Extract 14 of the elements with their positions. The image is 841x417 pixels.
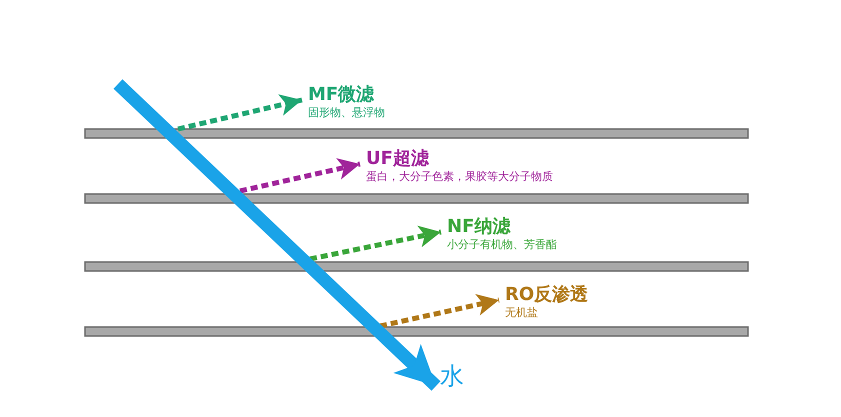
dotted-arrow xyxy=(177,94,303,132)
membrane-title: MF微滤 xyxy=(308,84,376,106)
dotted-arrow xyxy=(379,294,500,328)
retained-substances: 蛋白，大分子色素，果胶等大分子物质 xyxy=(366,170,553,184)
output-label: 水 xyxy=(440,362,464,390)
retained-substances: 小分子有机物、芳香酯 xyxy=(447,238,557,252)
retained-substances: 固形物、悬浮物 xyxy=(308,106,385,120)
water-flow-arrow xyxy=(114,79,440,391)
dotted-arrow xyxy=(310,226,442,262)
membrane-title: UF超滤 xyxy=(366,148,430,170)
retained-substances: 无机盐 xyxy=(505,306,539,320)
membrane-title: NF纳滤 xyxy=(447,216,512,238)
membrane-title: RO反渗透 xyxy=(505,284,588,306)
dotted-arrow xyxy=(239,158,361,194)
